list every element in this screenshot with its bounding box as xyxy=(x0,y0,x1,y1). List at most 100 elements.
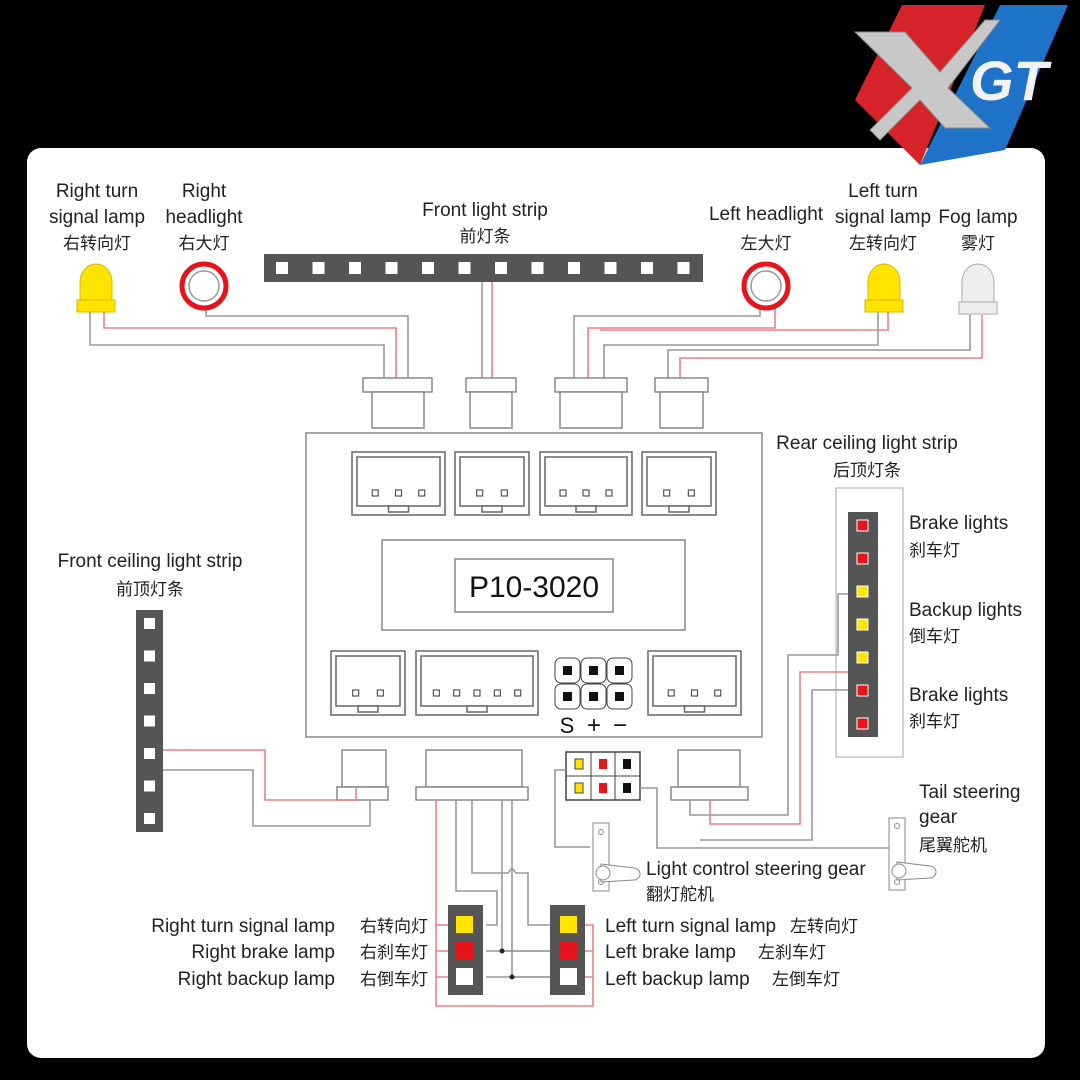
connector-pin xyxy=(371,489,379,497)
connector-pin xyxy=(453,689,461,697)
connector-socket-inner xyxy=(335,655,401,707)
left-brake-lamp-label: Left brake lamp xyxy=(605,942,736,963)
header-pin xyxy=(615,666,624,675)
strip-led xyxy=(568,262,580,274)
right-headlight-icon xyxy=(179,261,229,311)
connector-latch xyxy=(466,705,488,713)
controller-board: P10-3020 S + − xyxy=(305,432,763,739)
pin-label-s: S xyxy=(560,713,575,738)
strip-led xyxy=(385,262,398,274)
tail-steering-servo-icon xyxy=(888,817,937,891)
front-strip-label-cn: 前灯条 xyxy=(460,227,511,247)
right-backup-lamp-label: Right backup lamp xyxy=(178,969,335,990)
light-control-servo-icon xyxy=(592,822,641,892)
xgt-logo: GT xyxy=(853,5,1068,165)
connector-socket-inner xyxy=(652,655,737,707)
rear-led xyxy=(856,519,869,532)
header-pin xyxy=(563,666,572,675)
rear-led xyxy=(856,651,869,664)
left-headlight-label-cn: 左大灯 xyxy=(741,234,792,254)
connector-pin xyxy=(500,489,508,497)
rear-group-3-label-cn: 刹车灯 xyxy=(909,712,960,732)
right-headlight-label-cn: 右大灯 xyxy=(179,234,230,254)
strip-led xyxy=(312,262,325,274)
fog-label-cn: 雾灯 xyxy=(961,234,995,254)
left-turn-label-cn: 左转向灯 xyxy=(849,234,917,254)
fog-lamp-led-icon xyxy=(958,263,998,315)
fog-label: Fog lamp xyxy=(938,207,1017,228)
right-turn-lamp-label: Right turn signal lamp xyxy=(151,916,335,937)
tail-servo-label-2: gear xyxy=(919,807,958,828)
rear-group-3-label: Brake lights xyxy=(909,685,1008,706)
connector-pin xyxy=(394,489,403,497)
left-turn-lamp-label-cn: 左转向灯 xyxy=(790,917,858,937)
rear-led xyxy=(856,717,869,730)
rear-group-1-label: Brake lights xyxy=(909,513,1008,534)
strip-led xyxy=(144,618,155,629)
rear-led xyxy=(856,684,869,697)
right-brake-lamp-label-cn: 右刹车灯 xyxy=(360,943,428,963)
right-backup-lamp-label-cn: 右倒车灯 xyxy=(360,970,428,990)
tail-servo-label-1: Tail steering xyxy=(919,782,1020,803)
left-turn-lamp-label: Left turn signal lamp xyxy=(605,916,776,937)
pin-label-plus: + xyxy=(587,712,601,739)
front-ceiling-light-strip xyxy=(136,610,163,832)
connector-pin xyxy=(687,489,695,497)
connector-pin xyxy=(376,689,384,697)
right-turn-lamp-label-cn: 右转向灯 xyxy=(360,917,428,937)
connector-pin xyxy=(663,489,671,497)
strip-led xyxy=(422,262,434,274)
right-turn-signal-led-icon xyxy=(76,263,116,313)
light-servo-label-cn: 翻灯舵机 xyxy=(646,885,714,905)
rear-group-1-label-cn: 刹车灯 xyxy=(909,541,960,561)
strip-led xyxy=(349,262,361,274)
tail-servo-label-cn: 尾翼舵机 xyxy=(919,836,987,856)
rear-group-2-label-cn: 倒车灯 xyxy=(909,627,960,647)
light-servo-label: Light control steering gear xyxy=(646,859,866,880)
front-strip-label: Front light strip xyxy=(422,200,548,221)
right-turn-label-2: signal lamp xyxy=(49,207,145,228)
rear-led xyxy=(856,585,869,598)
left-tail-lamp-cluster xyxy=(550,905,585,995)
rear-led xyxy=(856,618,869,631)
rear-ceiling-label: Rear ceiling light strip xyxy=(776,433,958,454)
strip-led xyxy=(144,715,155,727)
top-plugs xyxy=(362,377,709,429)
front-light-strip xyxy=(264,254,703,282)
rear-led xyxy=(856,552,869,565)
right-headlight-label-1: Right xyxy=(182,181,227,202)
connector-pin xyxy=(605,489,613,497)
connector-socket-inner xyxy=(544,456,628,507)
servo-pin-header xyxy=(565,751,641,801)
connector-pin xyxy=(714,689,722,697)
header-pin xyxy=(589,692,598,701)
left-turn-signal-led-icon xyxy=(864,263,904,313)
connector-latch xyxy=(575,505,597,513)
strip-led xyxy=(144,748,155,759)
strip-led xyxy=(495,262,507,274)
left-headlight-icon xyxy=(741,261,791,311)
connector-latch xyxy=(481,505,503,513)
front-ceiling-label: Front ceiling light strip xyxy=(58,551,243,572)
connector-latch xyxy=(357,705,379,713)
strip-led xyxy=(641,262,653,274)
header-pin xyxy=(563,692,572,701)
bottom-plugs xyxy=(336,749,749,801)
header-pin xyxy=(589,666,598,675)
connector-pin xyxy=(514,689,522,697)
rear-group-2-label: Backup lights xyxy=(909,600,1022,621)
connector-pin xyxy=(432,689,440,697)
strip-led xyxy=(604,262,617,274)
left-turn-label-1: Left turn xyxy=(848,181,918,202)
connector-pin xyxy=(559,489,567,497)
right-headlight-label-2: headlight xyxy=(165,207,243,228)
strip-led xyxy=(458,262,471,274)
connector-socket-inner xyxy=(420,655,534,707)
left-backup-lamp-label-cn: 左倒车灯 xyxy=(772,970,840,990)
right-turn-label-cn: 右转向灯 xyxy=(63,234,131,254)
pin-label-minus: − xyxy=(613,712,627,739)
strip-led xyxy=(144,780,155,792)
connector-pin xyxy=(352,689,360,697)
connector-latch xyxy=(668,505,690,513)
